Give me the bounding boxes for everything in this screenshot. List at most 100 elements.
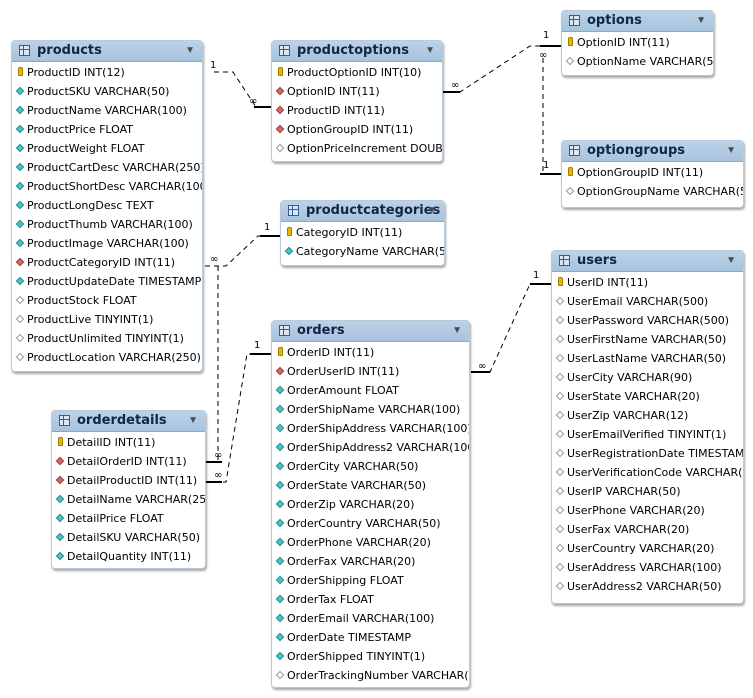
table-header[interactable]: productcategories▼: [281, 201, 444, 222]
column-row[interactable]: UserEmail VARCHAR(500): [552, 292, 743, 311]
column-row[interactable]: DetailSKU VARCHAR(50): [52, 528, 205, 547]
table-header[interactable]: products ▼: [12, 41, 202, 62]
column-row[interactable]: UserState VARCHAR(20): [552, 387, 743, 406]
column-row[interactable]: OrderZip VARCHAR(20): [272, 495, 469, 514]
column-row[interactable]: OptionGroupID INT(11): [272, 120, 442, 139]
column-row[interactable]: ProductImage VARCHAR(100): [12, 234, 202, 253]
column-row[interactable]: UserAddress VARCHAR(100): [552, 558, 743, 577]
column-label: OrderTrackingNumber VARCHAR(80): [287, 669, 470, 682]
column-row[interactable]: ProductLocation VARCHAR(250): [12, 348, 202, 367]
column-row[interactable]: OrderCity VARCHAR(50): [272, 457, 469, 476]
column-row[interactable]: UserAddress2 VARCHAR(50): [552, 577, 743, 596]
column-row[interactable]: ProductSKU VARCHAR(50): [12, 82, 202, 101]
rel-label-many: ∞: [214, 450, 222, 461]
column-row[interactable]: ProductOptionID INT(10): [272, 63, 442, 82]
column-row[interactable]: OptionName VARCHAR(50): [562, 52, 713, 71]
column-row[interactable]: OrderTrackingNumber VARCHAR(80): [272, 666, 469, 685]
collapse-arrow-icon[interactable]: ▼: [726, 145, 736, 156]
column-row[interactable]: DetailProductID INT(11): [52, 471, 205, 490]
column-row[interactable]: OrderPhone VARCHAR(20): [272, 533, 469, 552]
table-orders[interactable]: orders▼OrderID INT(11)OrderUserID INT(11…: [271, 320, 470, 688]
table-productoptions[interactable]: productoptions▼ProductOptionID INT(10)Op…: [271, 40, 443, 162]
column-row[interactable]: OrderShipName VARCHAR(100): [272, 400, 469, 419]
column-row[interactable]: DetailPrice FLOAT: [52, 509, 205, 528]
nn-diamond-icon: [15, 124, 25, 134]
column-row[interactable]: OrderFax VARCHAR(20): [272, 552, 469, 571]
column-row[interactable]: UserCountry VARCHAR(20): [552, 539, 743, 558]
table-header[interactable]: orders▼: [272, 321, 469, 342]
table-options[interactable]: options▼OptionID INT(11)OptionName VARCH…: [561, 10, 714, 76]
column-label: OrderCountry VARCHAR(50): [287, 517, 441, 530]
column-row[interactable]: UserVerificationCode VARCHAR(20): [552, 463, 743, 482]
table-optiongroups[interactable]: optiongroups▼OptionGroupID INT(11)Option…: [561, 140, 744, 208]
column-row[interactable]: OrderShipAddress2 VARCHAR(100): [272, 438, 469, 457]
column-row[interactable]: UserID INT(11): [552, 273, 743, 292]
column-row[interactable]: UserFax VARCHAR(20): [552, 520, 743, 539]
column-row[interactable]: OrderShipAddress VARCHAR(100): [272, 419, 469, 438]
collapse-arrow-icon[interactable]: ▼: [696, 15, 706, 26]
column-row[interactable]: OrderShipping FLOAT: [272, 571, 469, 590]
column-row[interactable]: UserLastName VARCHAR(50): [552, 349, 743, 368]
column-row[interactable]: DetailOrderID INT(11): [52, 452, 205, 471]
column-row[interactable]: UserEmailVerified TINYINT(1): [552, 425, 743, 444]
column-row[interactable]: ProductUpdateDate TIMESTAMP: [12, 272, 202, 291]
column-row[interactable]: ProductThumb VARCHAR(100): [12, 215, 202, 234]
column-row[interactable]: UserZip VARCHAR(12): [552, 406, 743, 425]
collapse-arrow-icon[interactable]: ▼: [188, 415, 198, 426]
table-icon: [569, 15, 580, 26]
column-row[interactable]: ProductShortDesc VARCHAR(1000): [12, 177, 202, 196]
column-row[interactable]: OptionGroupName VARCHAR(50): [562, 182, 743, 201]
column-row[interactable]: OptionGroupID INT(11): [562, 163, 743, 182]
column-row[interactable]: ProductCategoryID INT(11): [12, 253, 202, 272]
column-row[interactable]: OrderCountry VARCHAR(50): [272, 514, 469, 533]
column-row[interactable]: OptionID INT(11): [562, 33, 713, 52]
column-row[interactable]: OrderEmail VARCHAR(100): [272, 609, 469, 628]
column-row[interactable]: ProductID INT(12): [12, 63, 202, 82]
collapse-arrow-icon[interactable]: ▼: [427, 205, 437, 216]
key-icon: [558, 277, 563, 286]
column-row[interactable]: ProductPrice FLOAT: [12, 120, 202, 139]
column-row[interactable]: UserPhone VARCHAR(20): [552, 501, 743, 520]
column-row[interactable]: OrderState VARCHAR(50): [272, 476, 469, 495]
column-row[interactable]: CategoryID INT(11): [281, 223, 444, 242]
column-row[interactable]: UserCity VARCHAR(90): [552, 368, 743, 387]
column-row[interactable]: OptionID INT(11): [272, 82, 442, 101]
column-row[interactable]: ProductCartDesc VARCHAR(250): [12, 158, 202, 177]
column-row[interactable]: DetailQuantity INT(11): [52, 547, 205, 566]
column-row[interactable]: OptionPriceIncrement DOUBLE: [272, 139, 442, 158]
column-row[interactable]: DetailName VARCHAR(250): [52, 490, 205, 509]
column-row[interactable]: UserFirstName VARCHAR(50): [552, 330, 743, 349]
table-productcategories[interactable]: productcategories▼CategoryID INT(11)Cate…: [280, 200, 445, 266]
column-row[interactable]: UserRegistrationDate TIMESTAMP: [552, 444, 743, 463]
column-row[interactable]: ProductWeight FLOAT: [12, 139, 202, 158]
column-row[interactable]: ProductStock FLOAT: [12, 291, 202, 310]
column-row[interactable]: ProductName VARCHAR(100): [12, 101, 202, 120]
table-title: products: [37, 43, 102, 58]
table-header[interactable]: orderdetails▼: [52, 411, 205, 432]
table-products[interactable]: products ▼ ProductID INT(12)ProductSKU VAR…: [11, 40, 203, 372]
column-row[interactable]: UserPassword VARCHAR(500): [552, 311, 743, 330]
column-row[interactable]: OrderAmount FLOAT: [272, 381, 469, 400]
column-row[interactable]: DetailID INT(11): [52, 433, 205, 452]
column-row[interactable]: ProductUnlimited TINYINT(1): [12, 329, 202, 348]
collapse-arrow-icon[interactable]: ▼: [726, 255, 736, 266]
table-header[interactable]: options▼: [562, 11, 713, 32]
collapse-arrow-icon[interactable]: ▼: [452, 325, 462, 336]
column-row[interactable]: CategoryName VARCHAR(50): [281, 242, 444, 261]
table-orderdetails[interactable]: orderdetails▼DetailID INT(11)DetailOrder…: [51, 410, 206, 569]
collapse-arrow-icon[interactable]: ▼: [425, 45, 435, 56]
table-users[interactable]: users▼UserID INT(11)UserEmail VARCHAR(50…: [551, 250, 744, 604]
column-row[interactable]: ProductLongDesc TEXT: [12, 196, 202, 215]
column-row[interactable]: OrderID INT(11): [272, 343, 469, 362]
table-header[interactable]: users▼: [552, 251, 743, 272]
column-row[interactable]: OrderDate TIMESTAMP: [272, 628, 469, 647]
column-row[interactable]: OrderUserID INT(11): [272, 362, 469, 381]
column-row[interactable]: OrderTax FLOAT: [272, 590, 469, 609]
column-row[interactable]: OrderShipped TINYINT(1): [272, 647, 469, 666]
table-header[interactable]: optiongroups▼: [562, 141, 743, 162]
collapse-arrow-icon[interactable]: ▼: [185, 45, 195, 56]
column-row[interactable]: ProductLive TINYINT(1): [12, 310, 202, 329]
table-header[interactable]: productoptions▼: [272, 41, 442, 62]
column-row[interactable]: UserIP VARCHAR(50): [552, 482, 743, 501]
column-row[interactable]: ProductID INT(11): [272, 101, 442, 120]
